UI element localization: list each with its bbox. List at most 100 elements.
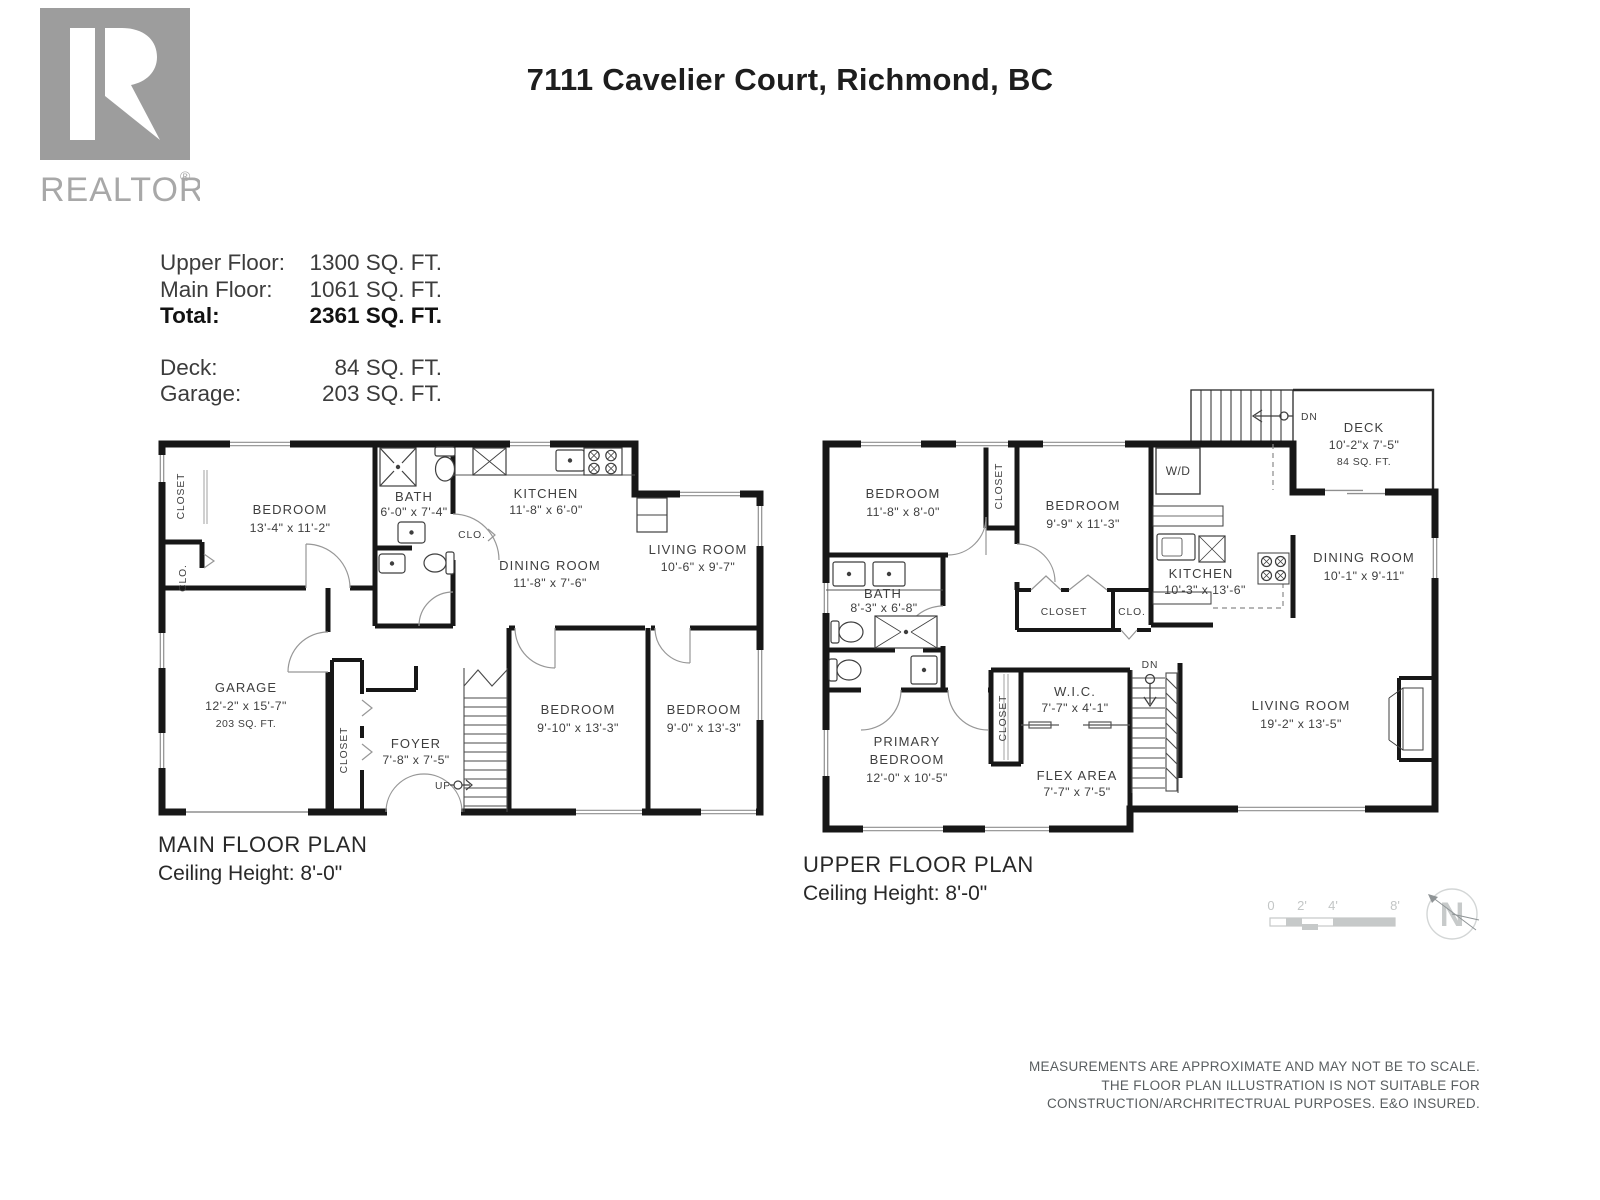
stats-gap [160,330,442,355]
scale-tick-0: 0 [1267,898,1274,913]
room-name: LIVING ROOM [649,542,748,557]
scale-tick-8: 8' [1390,898,1400,913]
room-name: BATH [395,489,433,504]
room-dims: 11'-8" x 6'-0" [509,503,582,517]
clo-label: CLO. [458,530,486,541]
disclaimer: MEASUREMENTS ARE APPROXIMATE AND MAY NOT… [1029,1058,1480,1114]
room-area: 84 SQ. FT. [1337,456,1391,468]
stat-value: 84 SQ. FT. [334,354,442,380]
dn-arrow-deck-icon [1251,409,1293,423]
room-name: GARAGE [215,680,277,695]
stat-value: 1061 SQ. FT. [309,276,442,302]
room-name: BATH [864,586,902,601]
main-windows [158,440,764,816]
upper-floor-plan: BEDROOM 11'-8" x 8'-0" CLOSET BEDROOM 9'… [822,388,1439,833]
main-room-labels: CLOSET CLO. BEDROOM 13'-4" x 11'-2" BATH… [176,473,748,792]
room-dims: 10'-6" x 9'-7" [661,560,735,574]
room-dims: 9'-0" x 13'-3" [667,721,741,735]
stat-label: Garage: [160,381,242,406]
main-floor-caption: MAIN FLOOR PLAN Ceiling Height: 8'-0" [158,832,367,886]
scale-bar: 0 2' 4' 8' [1266,896,1406,943]
caption-title: MAIN FLOOR PLAN [158,832,368,857]
room-name: BEDROOM [866,486,941,501]
room-dims: 10'-2"x 7'-5" [1329,438,1400,452]
up-arrow-icon [450,779,473,791]
dn-label: DN [1301,412,1318,423]
stat-label: Deck: [160,354,218,380]
dn-label: DN [1142,660,1159,671]
disclaimer-line-1: MEASUREMENTS ARE APPROXIMATE AND MAY NOT… [1028,1059,1480,1074]
closet-label: CLOSET [1041,607,1088,618]
room-name: FOYER [391,736,441,751]
registered-mark-icon: ® [180,168,191,184]
room-area: 203 SQ. FT. [216,718,276,730]
compass-letter: N [1440,896,1465,934]
caption-ceiling: Ceiling Height: 8'-0" [803,882,988,905]
room-name: BEDROOM [667,702,742,717]
clo-label: CLO. [178,564,189,592]
logo-r-bowl [105,28,160,140]
disclaimer-line-3: CONSTRUCTION/ARCHRITECTRUAL PURPOSES. E&… [1046,1096,1480,1111]
main-door-arcs [203,470,691,813]
stat-label: Main Floor: [160,276,273,302]
stat-label: Total: [160,303,220,328]
disclaimer-line-2: THE FLOOR PLAN ILLUSTRATION IS NOT SUITA… [1101,1077,1480,1093]
area-stats: Upper Floor: 1300 SQ. FT. Main Floor: 10… [160,250,442,408]
room-dims: 7'-7" x 4'-1" [1041,701,1108,715]
room-name: DINING ROOM [499,558,601,573]
main-walls [158,440,764,816]
room-name: KITCHEN [1169,566,1234,581]
room-dims: 12'-0" x 10'-5" [866,771,948,785]
stat-value: 203 SQ. FT. [321,381,442,406]
closet-label: CLOSET [176,473,187,520]
main-fixtures [378,446,668,575]
room-name: BEDROOM [541,702,616,717]
upper-stairs-mid [1131,670,1179,793]
closet-label: CLOSET [994,463,1005,510]
stat-value: 2361 SQ. FT. [309,303,442,328]
room-name: W.I.C. [1054,684,1096,699]
room-name: BEDROOM [1046,498,1121,513]
room-dims: 13'-4" x 11'-2" [250,521,331,535]
upper-room-labels: BEDROOM 11'-8" x 8'-0" CLOSET BEDROOM 9'… [850,412,1415,799]
clo-label: CLO. [1118,607,1146,618]
room-dims: 19'-2" x 13'-5" [1260,717,1342,731]
stat-deck: Deck: 84 SQ. FT. [160,355,442,382]
stat-label: Upper Floor: [160,250,286,275]
caption-ceiling: Ceiling Height: 8'-0" [158,862,343,885]
up-label: UP [435,781,451,792]
room-dims: 7'-7" x 7'-5" [1043,785,1110,799]
room-name: DINING ROOM [1313,550,1415,565]
room-dims: 11'-8" x 7'-6" [513,576,586,590]
stat-total: Total: 2361 SQ. FT. [160,303,442,330]
scale-tick-2: 2' [1297,898,1307,913]
closet-label: CLOSET [339,727,350,774]
realtor-logo: REALTOR ® [40,8,203,218]
upper-windows [822,440,1439,833]
realtor-logo-icon: REALTOR ® [40,8,203,209]
room-dims: 10'-1" x 9'-11" [1324,569,1405,583]
caption-title: UPPER FLOOR PLAN [803,852,1034,877]
upper-floor-caption: UPPER FLOOR PLAN Ceiling Height: 8'-0" [803,852,1034,906]
main-floor-plan: CLOSET CLO. BEDROOM 13'-4" x 11'-2" BATH… [158,440,764,816]
stat-garage: Garage: 203 SQ. FT. [160,381,442,408]
dn-arrow-stairs-icon [1143,673,1157,708]
scale-bar-icon: 0 2' 4' 8' [1267,898,1400,930]
room-name: FLEX AREA [1037,768,1118,783]
room-name: KITCHEN [514,486,579,501]
stat-value: 1300 SQ. FT. [309,250,442,275]
main-stairs [463,668,508,812]
logo-wordmark: REALTOR [40,171,200,209]
room-dims: 10'-3" x 13'-6" [1164,583,1246,597]
room-name-line2: BEDROOM [870,752,945,767]
compass-icon: N [1420,884,1484,951]
room-dims: 6'-0" x 7'-4" [380,505,447,519]
scale-tick-4: 4' [1328,898,1338,913]
room-name: DECK [1344,420,1385,435]
logo-r-stem [70,28,95,140]
stat-upper-floor: Upper Floor: 1300 SQ. FT. [160,250,442,277]
stat-main-floor: Main Floor: 1061 SQ. FT. [160,277,442,304]
upper-fixtures [826,447,1424,751]
room-dims: 7'-8" x 7'-5" [382,753,449,767]
